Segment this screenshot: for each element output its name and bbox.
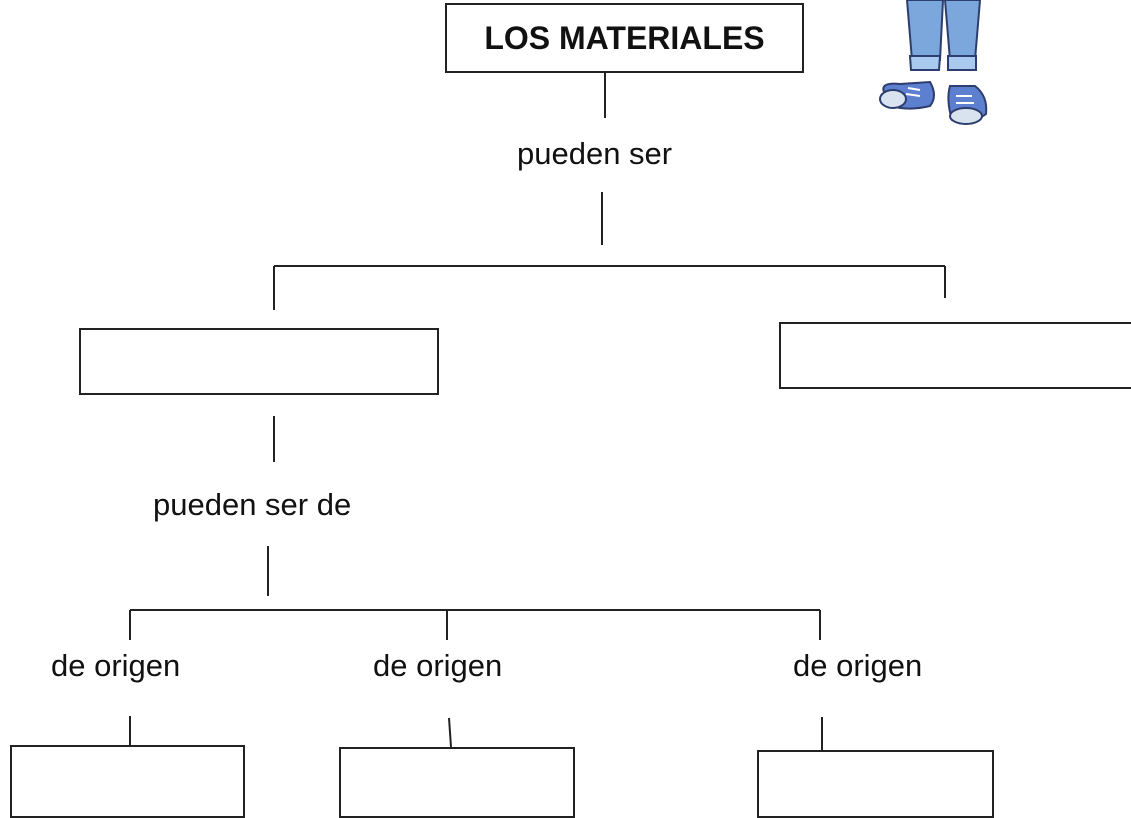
answer-box-type-right[interactable]: [779, 322, 1131, 389]
cartoon-kid-illustration: [879, 0, 988, 125]
right-leg: [943, 0, 982, 71]
answer-box-type-left[interactable]: [79, 328, 439, 395]
origin-label-2: de origen: [373, 648, 503, 683]
answer-box-origin-3[interactable]: [757, 750, 994, 818]
left-shoe: [879, 80, 935, 110]
origin-label-1: de origen: [51, 648, 181, 683]
answer-box-origin-1[interactable]: [10, 745, 245, 818]
link-label-pueden-ser-de: pueden ser de: [153, 487, 352, 522]
title-box: LOS MATERIALES: [445, 3, 804, 73]
connector-origin-2-down: [448, 717, 452, 748]
left-leg: [905, 0, 945, 71]
diagram-title: LOS MATERIALES: [484, 19, 765, 56]
link-label-pueden-ser: pueden ser: [517, 136, 673, 171]
answer-box-origin-2[interactable]: [339, 747, 575, 818]
right-shoe: [947, 85, 988, 125]
origin-label-3: de origen: [793, 648, 923, 683]
